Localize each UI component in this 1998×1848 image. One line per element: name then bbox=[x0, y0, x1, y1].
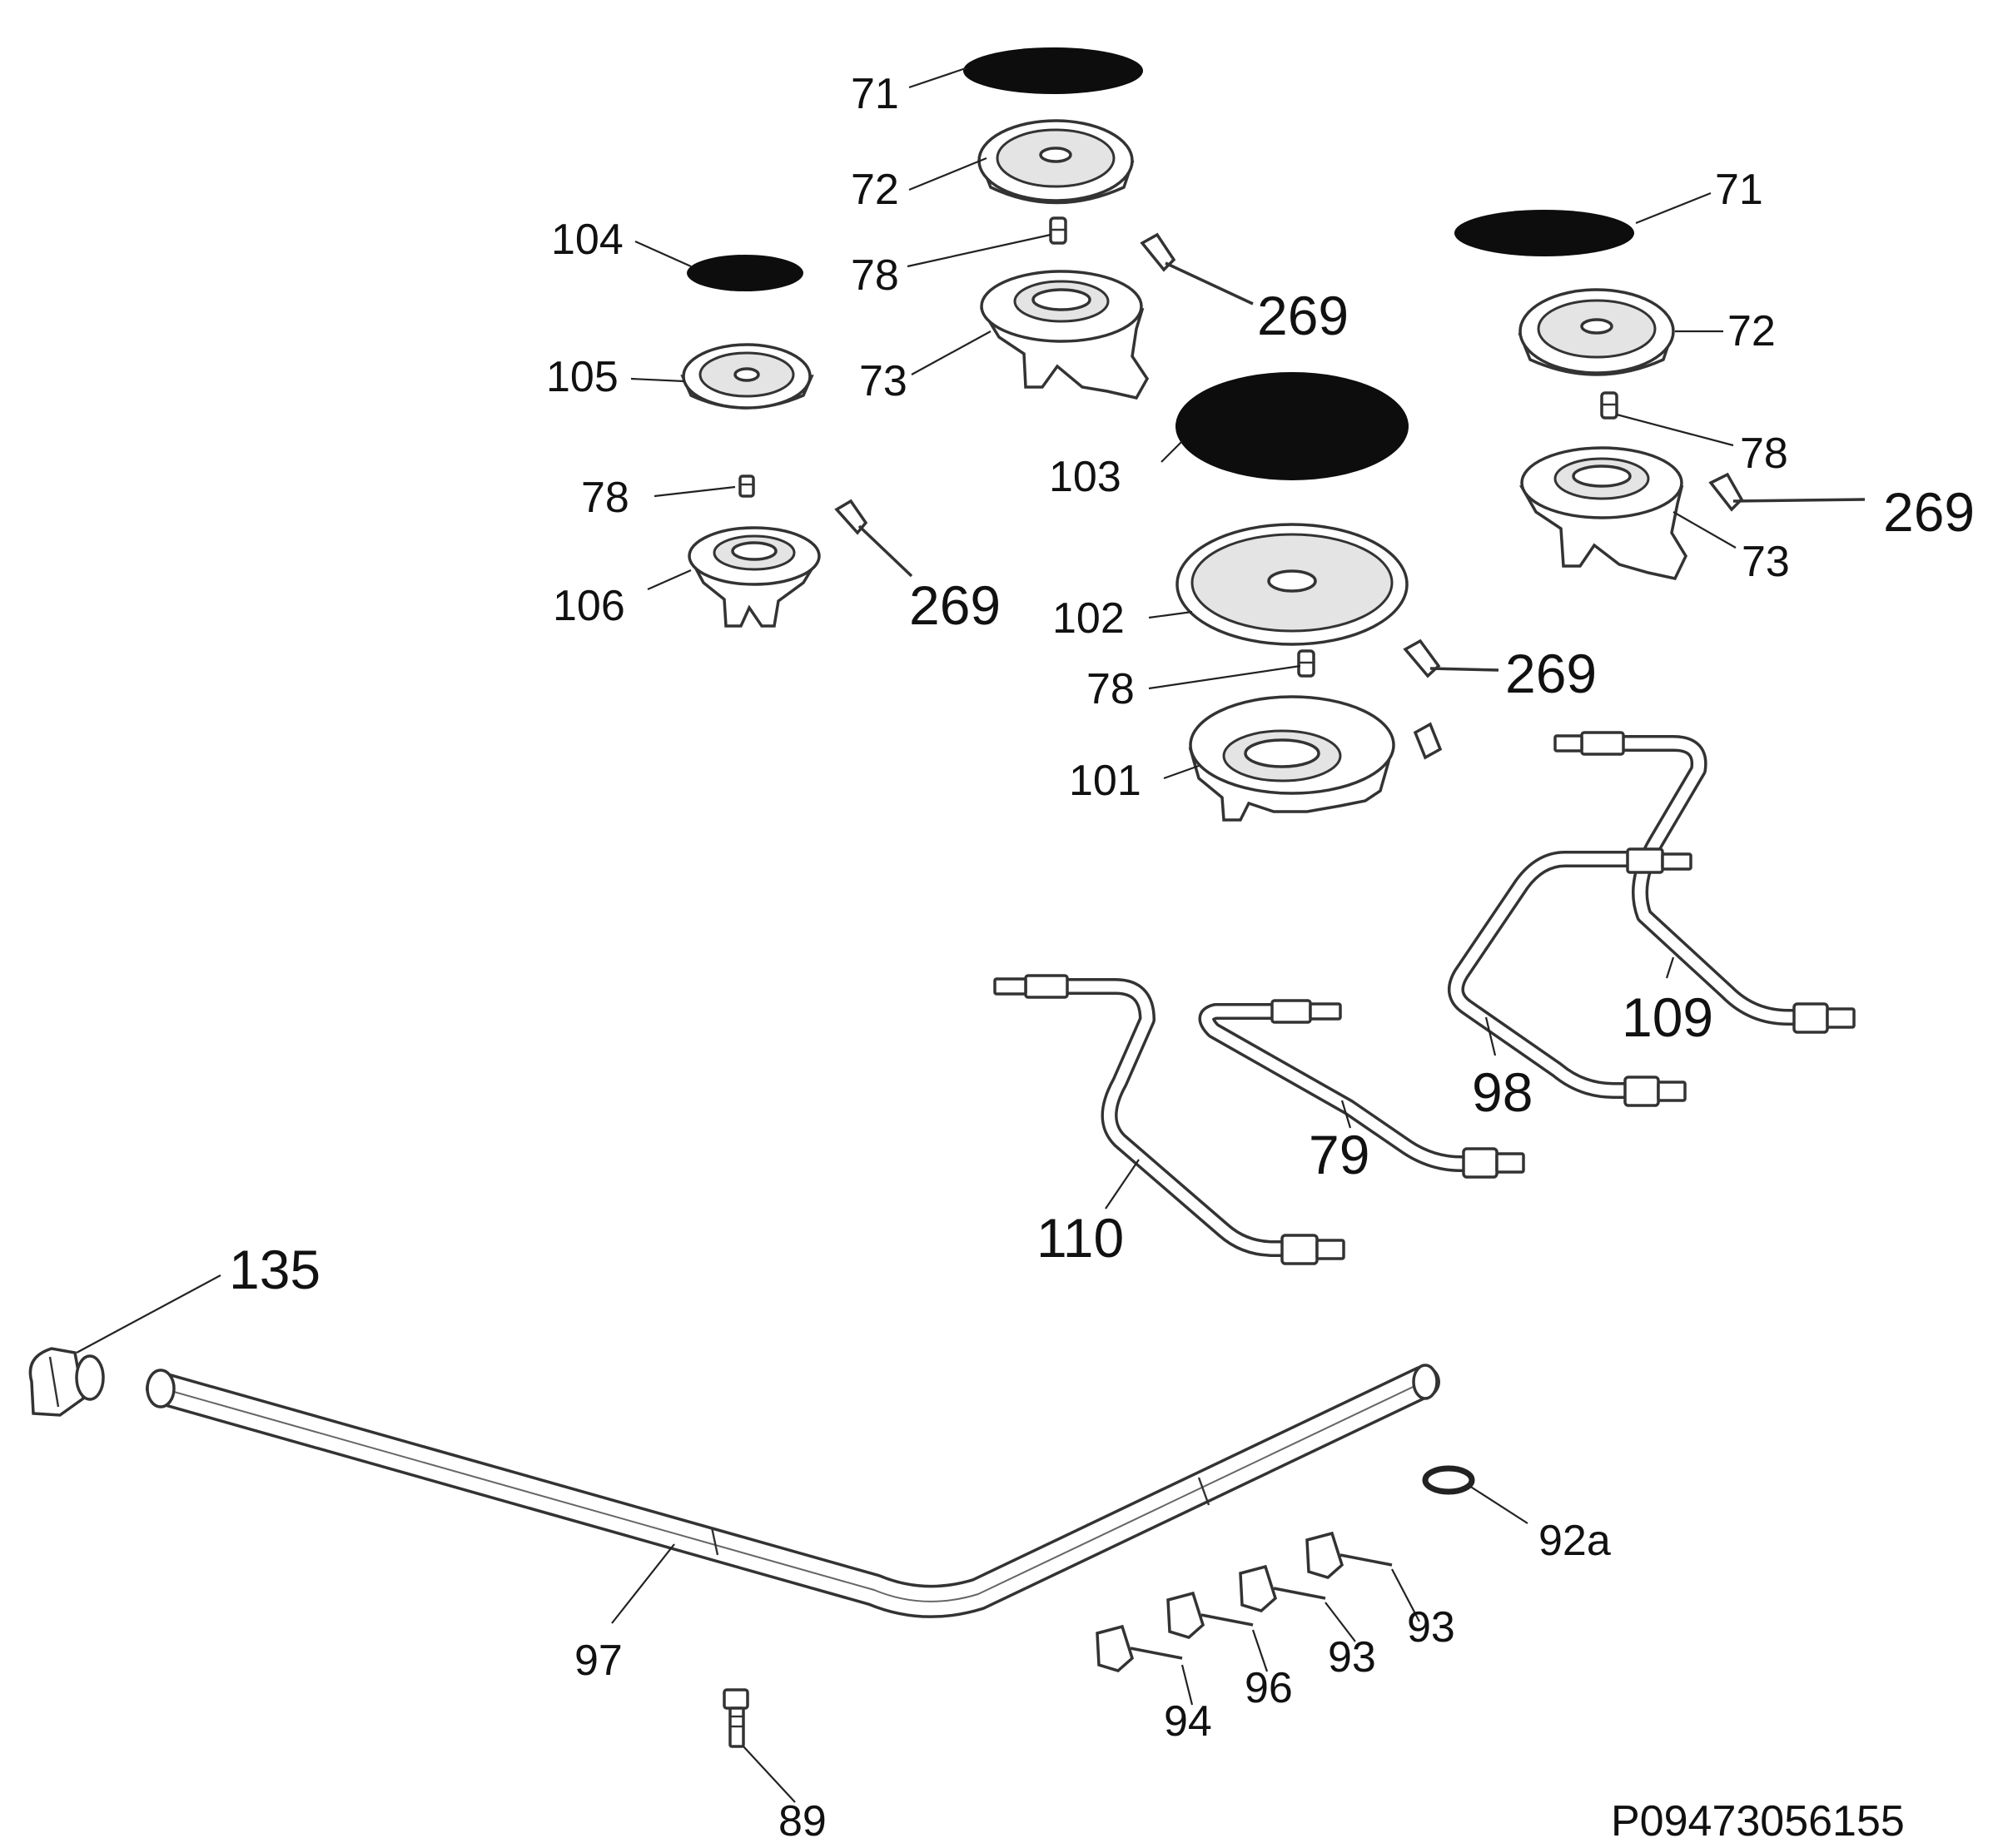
thermocouple-screw-89 bbox=[723, 1688, 749, 1748]
label-109: 109 bbox=[1622, 986, 1713, 1048]
label-110: 110 bbox=[1036, 1207, 1124, 1269]
spark-electrode-269-top bbox=[1140, 232, 1254, 306]
label-97: 97 bbox=[574, 1637, 623, 1685]
burner-cap-71-top bbox=[963, 47, 1143, 94]
injector-78-small bbox=[738, 474, 755, 498]
main-gas-rail-97 bbox=[146, 1364, 1440, 1618]
label-79: 79 bbox=[1309, 1124, 1369, 1185]
leader-lines bbox=[76, 67, 1737, 1803]
label-102: 102 bbox=[1052, 594, 1125, 643]
label-78-center: 78 bbox=[1086, 665, 1135, 713]
label-93-lower: 93 bbox=[1328, 1633, 1376, 1682]
label-72-right: 72 bbox=[1727, 307, 1776, 355]
burner-cap-104 bbox=[687, 255, 803, 291]
burner-crown-102 bbox=[1175, 523, 1409, 646]
burner-body-101 bbox=[1188, 695, 1443, 822]
burner-cap-71-right bbox=[1454, 210, 1634, 256]
burner-crown-105 bbox=[680, 343, 814, 410]
label-269-right: 269 bbox=[1883, 481, 1975, 543]
gas-valve-96 bbox=[1166, 1591, 1254, 1639]
label-94: 94 bbox=[1164, 1697, 1212, 1746]
label-106: 106 bbox=[553, 582, 625, 630]
label-73-top: 73 bbox=[859, 357, 907, 405]
label-71-top: 71 bbox=[851, 70, 899, 118]
burner-body-73-top bbox=[979, 270, 1150, 400]
label-89: 89 bbox=[778, 1797, 827, 1846]
label-101: 101 bbox=[1069, 757, 1141, 805]
label-93-upper: 93 bbox=[1407, 1603, 1455, 1652]
label-71-right: 71 bbox=[1715, 166, 1763, 214]
gas-pipe-110 bbox=[993, 974, 1345, 1265]
label-135: 135 bbox=[229, 1239, 321, 1300]
sealing-ring-92a bbox=[1422, 1465, 1475, 1495]
injector-78-right bbox=[1600, 391, 1618, 420]
gas-inlet-elbow-135 bbox=[28, 1347, 105, 1417]
gas-pipe-109 bbox=[1553, 731, 1856, 1034]
label-269-top: 269 bbox=[1257, 285, 1349, 346]
label-78-small: 78 bbox=[581, 474, 629, 522]
injector-78-center bbox=[1297, 649, 1315, 678]
burner-body-106 bbox=[688, 526, 821, 628]
label-96: 96 bbox=[1245, 1664, 1293, 1712]
gas-valve-93-lower bbox=[1239, 1564, 1326, 1612]
label-92a: 92a bbox=[1538, 1517, 1611, 1565]
gas-valve-94 bbox=[1096, 1624, 1183, 1672]
burner-body-73-right bbox=[1518, 446, 1687, 581]
injector-78-top bbox=[1049, 216, 1067, 245]
gas-pipe-98 bbox=[1447, 847, 1692, 1107]
label-104: 104 bbox=[551, 216, 624, 264]
label-269-center: 269 bbox=[1505, 643, 1597, 704]
burner-cap-103 bbox=[1175, 372, 1409, 480]
burner-crown-72-right bbox=[1518, 288, 1675, 376]
burner-crown-72-top bbox=[977, 119, 1135, 205]
label-105: 105 bbox=[546, 353, 619, 401]
gas-valve-93-upper bbox=[1305, 1531, 1393, 1579]
spark-electrode-269-right bbox=[1708, 472, 1866, 512]
label-78-right: 78 bbox=[1740, 430, 1788, 478]
label-103: 103 bbox=[1049, 453, 1121, 501]
label-269-small: 269 bbox=[909, 574, 1001, 636]
spark-electrode-269-center bbox=[1403, 638, 1499, 678]
label-98: 98 bbox=[1472, 1061, 1533, 1123]
part-labels: 71 72 78 73 269 104 105 78 106 269 103 1… bbox=[229, 70, 1975, 1846]
spark-electrode-269-small bbox=[834, 499, 913, 578]
label-72-top: 72 bbox=[851, 166, 899, 214]
label-73-right: 73 bbox=[1742, 538, 1790, 586]
label-78-top: 78 bbox=[851, 251, 899, 300]
drawing-code: P09473056155 bbox=[1611, 1797, 1905, 1846]
gas-pipe-79 bbox=[1198, 999, 1525, 1179]
